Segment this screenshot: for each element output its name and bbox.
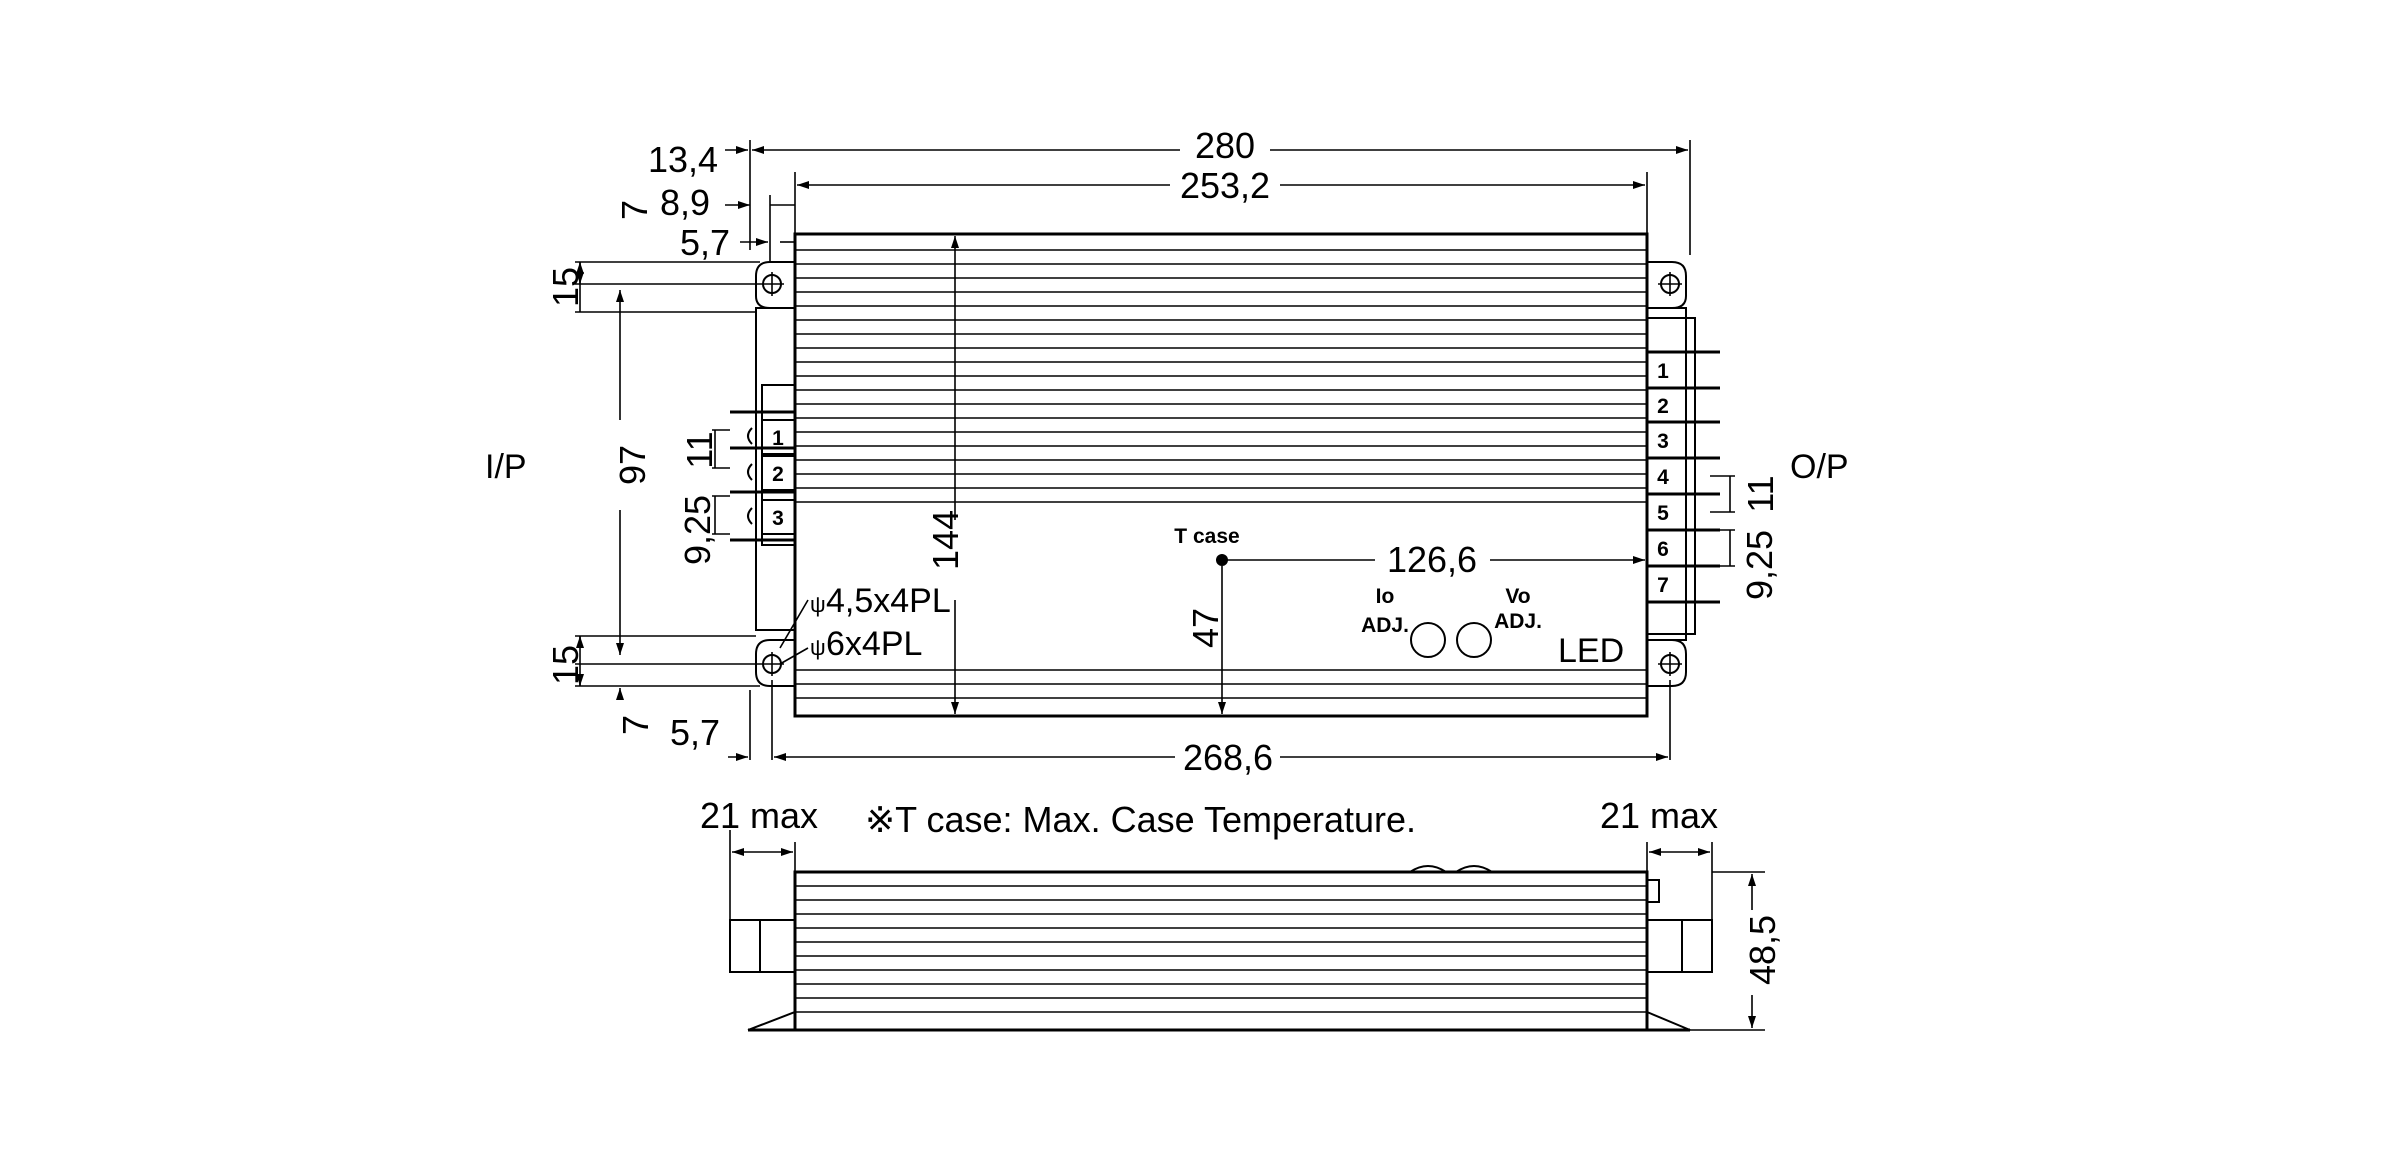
output-pin-1: 1 [1657,360,1669,383]
svg-text:11: 11 [679,431,720,468]
svg-text:21 max: 21 max [700,795,818,836]
svg-text:5,7: 5,7 [680,222,730,263]
side-output-terminal [1646,919,1713,973]
svg-text:15: 15 [545,267,586,307]
mounting-flanges [755,261,1687,687]
dim-left-offsets: 13,4 8,9 5,7 [648,139,795,263]
output-pin-2: 2 [1657,395,1669,418]
dim-7-top: 7 [614,200,655,220]
dim-253-2: 253,2 [794,165,1648,234]
svg-text:6x4PL: 6x4PL [826,625,922,663]
vo-adjust-pot [1456,622,1492,658]
svg-text:97: 97 [612,445,653,485]
output-terminal-block: 1 2 3 4 5 6 7 [1646,317,1720,635]
output-pin-5: 5 [1657,502,1669,525]
dim-268-6: 268,6 [774,680,1671,778]
top-view: 1 2 3 1 2 3 4 5 6 7 I/P O/P [485,125,1849,778]
svg-text:126,6: 126,6 [1387,539,1477,580]
side-body [793,870,1649,1032]
svg-text:4,5x4PL: 4,5x4PL [826,582,951,620]
svg-text:5,7: 5,7 [670,712,720,753]
side-input-terminal [729,919,796,973]
svg-text:8,9: 8,9 [660,182,710,223]
svg-text:253,2: 253,2 [1180,165,1270,206]
svg-text:268,6: 268,6 [1183,737,1273,778]
vo-label: Vo [1505,585,1530,608]
svg-text:15: 15 [545,645,586,685]
io-adj-label: ADJ. [1361,614,1409,637]
svg-text:11: 11 [1740,475,1781,512]
svg-text:ψ: ψ [810,592,826,617]
mount-hole-top-left [760,272,784,296]
tcase-note: ※T case: Max. Case Temperature. [865,799,1416,840]
dim-280: 280 [749,125,1691,255]
svg-text:47: 47 [1185,608,1226,648]
output-pin-6: 6 [1657,538,1669,561]
tcase-point [1216,554,1228,566]
vo-adj-label: ADJ. [1494,610,1542,633]
dim-op-pins: 11 9,25 [1710,475,1781,600]
input-label: I/P [485,448,527,486]
tcase-label: T case [1174,525,1239,548]
side-view: 21 max 21 max 48,5 [700,795,1783,1032]
dim-144: 144 [925,236,966,714]
svg-text:13,4: 13,4 [648,139,718,180]
led-label: LED [1558,632,1624,670]
input-terminal-block: 1 2 3 [730,384,796,546]
svg-text:9,25: 9,25 [1739,530,1780,600]
dim-21-max-left: 21 max [700,795,818,972]
cooling-fins-upper [795,249,1647,503]
dim-97: 97 [612,290,653,655]
svg-text:9,25: 9,25 [677,495,718,565]
cooling-fins-lower [795,669,1647,699]
dim-47: 47 [1185,566,1226,714]
dim-15-top: 15 [545,261,760,313]
dim-7-bottom: 7 [615,715,656,735]
io-adjust-pot [1410,622,1446,658]
input-pin-1: 1 [772,427,784,450]
svg-text:21 max: 21 max [1600,795,1718,836]
mount-hole-bottom-right [1658,652,1682,676]
hole-callouts: ψ 4,5x4PL ψ 6x4PL [779,582,951,665]
dim-ip-pins: 11 9,25 [677,429,730,565]
dim-21-max-right: 21 max [1600,795,1718,972]
svg-text:280: 280 [1195,125,1255,166]
dim-48-5: 48,5 [1690,871,1783,1031]
dim-15-bottom: 15 [545,635,760,687]
dim-5-7-bottom: 5,7 [670,680,773,761]
io-label: Io [1376,585,1395,608]
output-pin-7: 7 [1657,574,1669,597]
mount-hole-top-right [1658,272,1682,296]
output-pin-4: 4 [1657,466,1669,489]
input-pin-2: 2 [772,463,784,486]
svg-text:48,5: 48,5 [1742,915,1783,985]
svg-text:144: 144 [925,510,966,570]
input-pin-3: 3 [772,507,784,530]
output-label: O/P [1790,448,1849,486]
svg-text:ψ: ψ [810,635,826,660]
dim-126-6: 126,6 [1226,539,1645,580]
output-pin-3: 3 [1657,430,1669,453]
